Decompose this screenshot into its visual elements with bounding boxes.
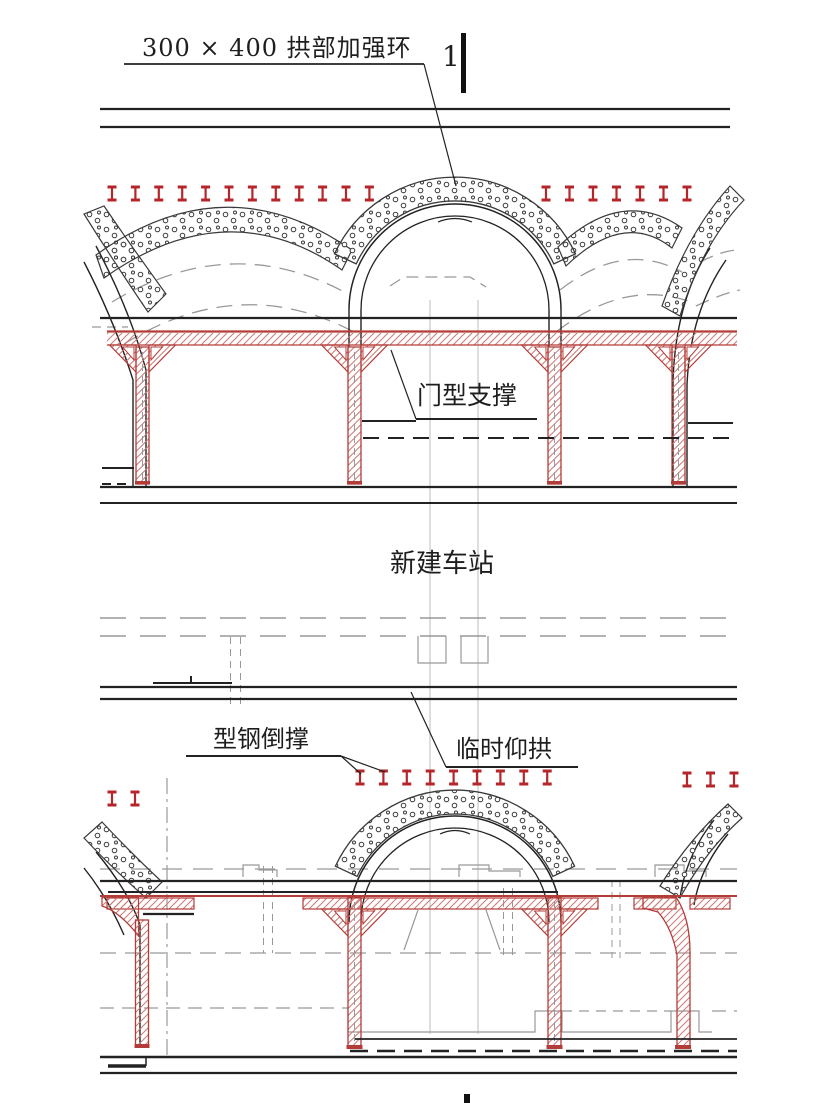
rock-bolt-icon <box>657 185 670 202</box>
center-arch-reinforcement-ring <box>333 176 577 265</box>
section-cut-bar-bottom <box>464 1094 470 1103</box>
annotations: 300 × 400 拱部加强环 1 门型支撑 新建车站 型钢倒撑 临时仰拱 <box>124 33 578 1103</box>
rock-bolt-icon <box>199 185 212 202</box>
portal-column <box>546 346 563 486</box>
temporary-invert-label: 临时仰拱 <box>456 735 552 763</box>
support-column <box>345 896 364 1050</box>
rock-bolt-icon <box>363 185 376 202</box>
rock-bolt-icon <box>541 769 554 786</box>
rock-bolt-icon <box>681 185 693 202</box>
rock-bolt-icon <box>152 185 165 202</box>
rock-bolt-icon <box>293 185 306 202</box>
rock-bolt-icon <box>223 185 235 202</box>
rock-bolt-icon <box>424 769 437 786</box>
rock-bolt-icon <box>587 185 599 202</box>
rock-bolt-icon <box>106 185 118 202</box>
rock-bolt-icon <box>610 185 623 202</box>
rock-bolt-icon <box>340 185 352 202</box>
invert-strut-beam <box>302 897 599 910</box>
rock-bolt-icon <box>563 185 576 202</box>
rock-bolt-icon <box>176 185 189 202</box>
rock-bolt-icon <box>634 185 646 202</box>
invert-strut-beam <box>689 897 731 910</box>
rock-bolt-icon <box>269 185 282 202</box>
new-station-label: 新建车站 <box>390 549 494 579</box>
rock-bolt-icon <box>106 790 118 807</box>
arch-ring-label: 300 × 400 拱部加强环 <box>142 34 412 62</box>
rock-bolt-icon <box>704 771 717 788</box>
rock-bolt-icon <box>377 769 390 786</box>
right-haunch-column <box>642 896 691 1049</box>
rock-bolt-icon <box>517 769 530 786</box>
rock-bolt-icon <box>447 769 460 786</box>
portal-column <box>134 346 151 486</box>
steel-inverted-strut-label: 型钢倒撑 <box>213 725 309 753</box>
right-arch-band <box>661 185 745 317</box>
center-arch-reinforcement-ring-lower <box>334 789 576 878</box>
left-arch-band-lower <box>83 821 163 899</box>
portal-column <box>670 346 687 486</box>
support-column <box>545 896 564 1050</box>
rock-bolt-icon <box>681 771 693 788</box>
rock-bolt-icon <box>400 769 413 786</box>
upper-section <box>83 107 745 504</box>
rock-bolt-icon <box>129 790 141 807</box>
section-cut-bar-top <box>461 33 466 93</box>
support-column <box>134 919 150 1048</box>
rock-bolt-icon <box>471 769 483 786</box>
lower-section <box>83 676 743 1075</box>
portal-column <box>346 346 363 486</box>
rock-bolt-icon <box>540 185 552 202</box>
rock-bolt-icon <box>316 185 329 202</box>
rock-bolt-icon <box>494 769 507 786</box>
right-span-band <box>557 210 683 268</box>
rock-bolt-icon <box>246 185 259 202</box>
rock-bolt-rows <box>106 185 740 807</box>
section-mark-label: 1 <box>442 40 460 73</box>
auxiliary-lines <box>92 249 741 1056</box>
rock-bolt-icon <box>728 771 740 788</box>
left-haunch <box>101 896 140 938</box>
portal-support-label: 门型支撑 <box>417 381 517 410</box>
right-arch-band-lower <box>659 803 743 899</box>
rock-bolt-icon <box>129 185 142 202</box>
portal-beam <box>107 333 737 345</box>
